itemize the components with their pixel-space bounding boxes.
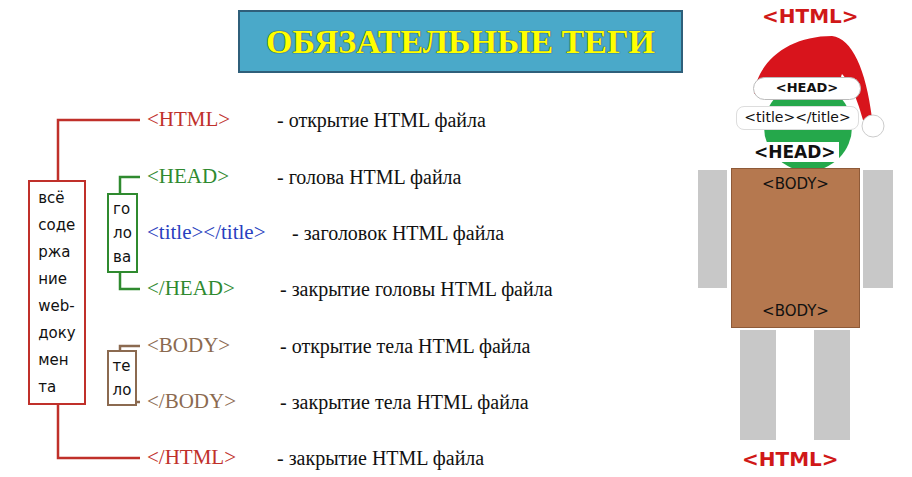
head-title-tag: <title></title> — [736, 106, 859, 130]
robot-body: <BODY> <BODY> — [731, 168, 860, 328]
robot-arm — [698, 170, 727, 288]
body-box: те ло — [107, 350, 137, 406]
tag-name: </BODY> — [147, 389, 236, 414]
tag-description: - закрытие HTML файла — [277, 446, 484, 470]
robot-arm — [863, 170, 893, 288]
robot-leg — [814, 330, 850, 440]
hat-pompom — [862, 115, 884, 137]
tag-name: </HEAD> — [147, 276, 235, 301]
tag-description: - закрытие головы HTML файла — [280, 277, 553, 301]
robot-html-tag: <HTML> — [742, 447, 839, 471]
tag-description: - открытие HTML файла — [277, 108, 486, 132]
tag-name: <HTML> — [147, 107, 230, 132]
node-text: <HEAD> — [776, 80, 838, 96]
content-box: всё соде ржа ние web- доку мен та — [28, 180, 86, 405]
node-text: те ло — [113, 354, 132, 402]
robot-head-tag: <HEAD> — [751, 142, 839, 162]
node-text: го ло ва — [113, 197, 132, 269]
tag-description: - заголовок HTML файла — [292, 221, 504, 245]
tag-name: <HEAD> — [147, 164, 229, 189]
node-text: всё соде ржа ние web- доку мен та — [38, 185, 75, 401]
title-text: ОБЯЗАТЕЛЬНЫЕ ТЕГИ — [266, 23, 655, 61]
robot-html-tag: <HTML> — [762, 4, 859, 28]
hat-band: <HEAD> — [753, 77, 861, 100]
body-tag: <BODY> — [762, 302, 829, 321]
tag-name: <BODY> — [147, 333, 230, 358]
tag-description: - открытие тела HTML файла — [280, 334, 530, 358]
tag-name: <title></title> — [147, 220, 266, 245]
robot-leg — [740, 330, 776, 440]
head-box: го ло ва — [107, 193, 138, 273]
node-text: <title></title> — [744, 109, 850, 127]
tag-description: - голова HTML файла — [277, 165, 461, 189]
tag-description: - закрытие тела HTML файла — [280, 390, 529, 414]
body-tag: <BODY> — [762, 175, 829, 194]
title-banner: ОБЯЗАТЕЛЬНЫЕ ТЕГИ — [238, 10, 683, 73]
tag-name: </HTML> — [147, 445, 236, 470]
